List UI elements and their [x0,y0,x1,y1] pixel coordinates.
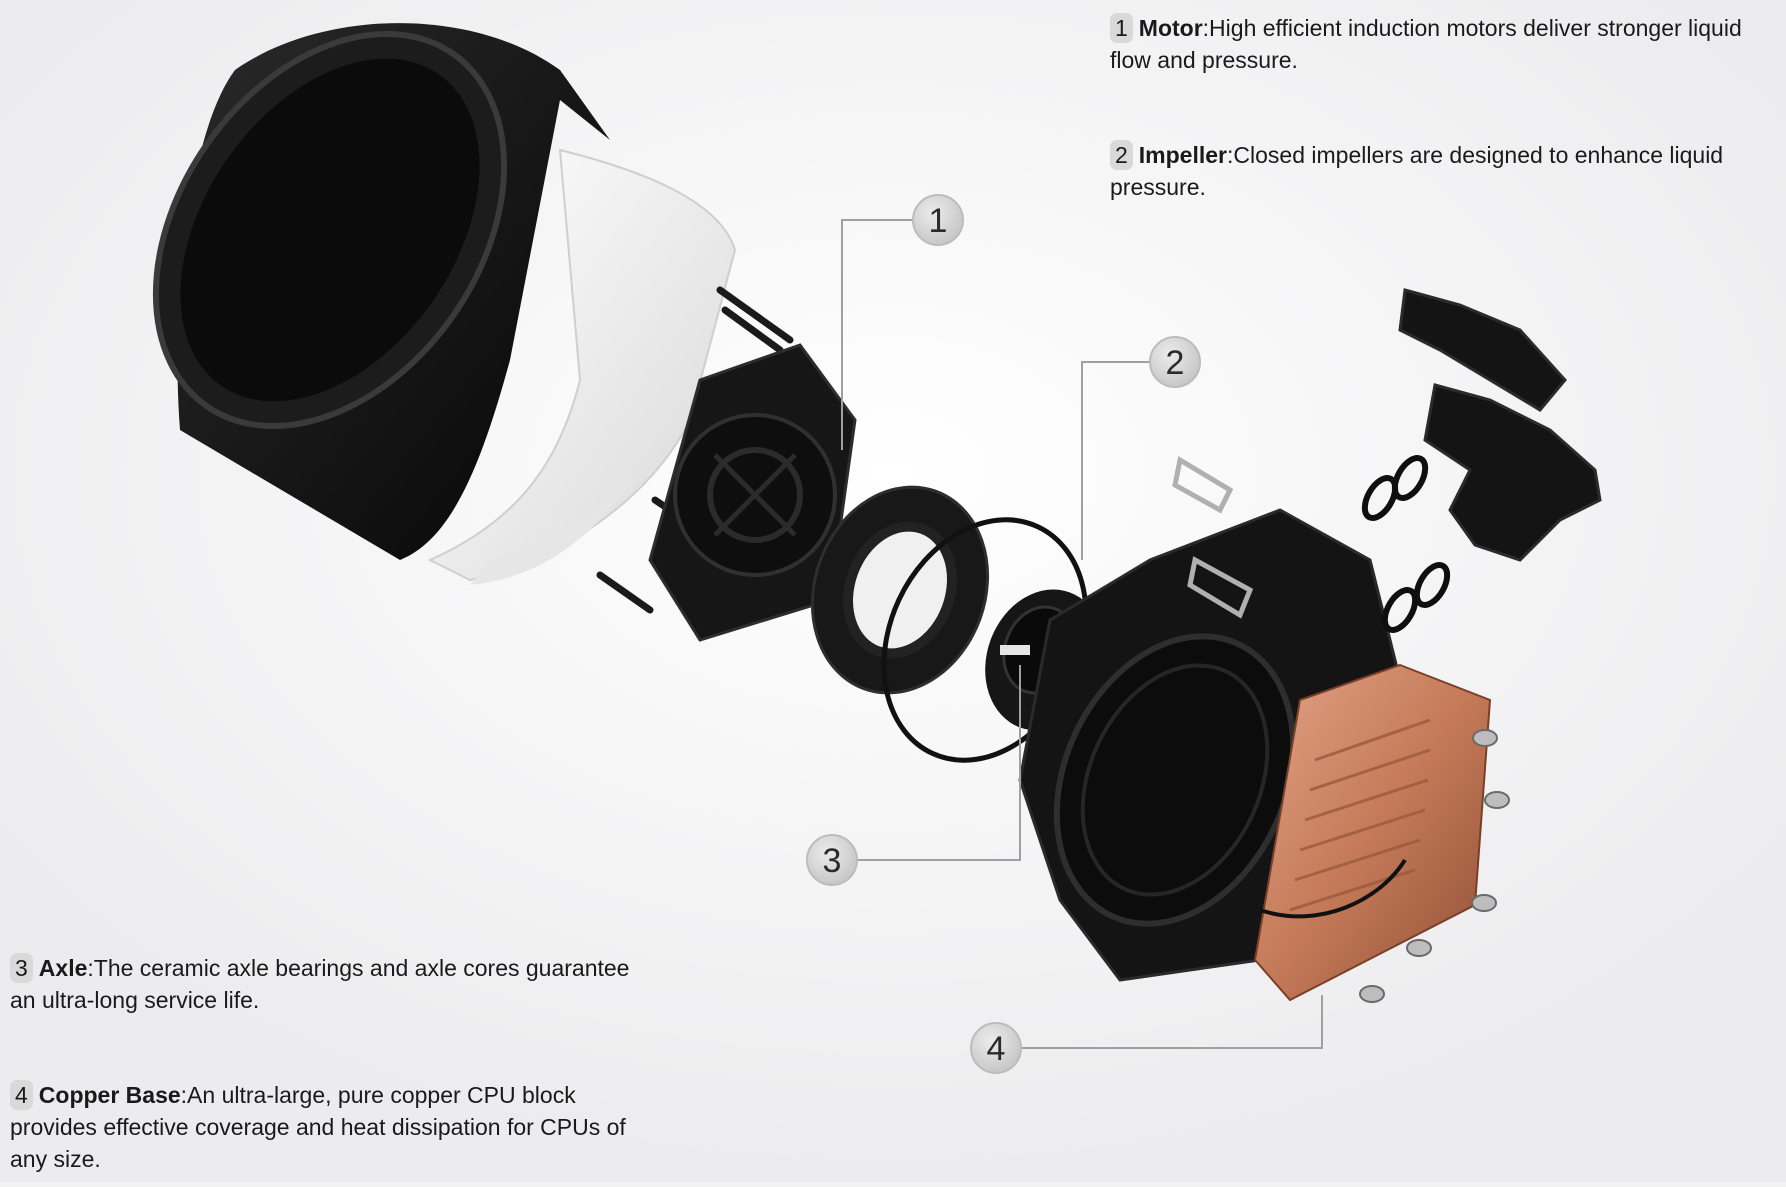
callout-1: 1 [912,194,964,246]
callout-2: 2 [1149,336,1201,388]
callout-2-label: 2 [1166,344,1185,382]
retaining-clips [1172,456,1254,619]
feature-number: 4 [10,1080,33,1110]
leader-line-4 [1020,995,1323,1049]
small-o-rings [1361,455,1451,633]
feature-description: :The ceramic axle bearings and axle core… [10,955,630,1013]
feature-number: 2 [1110,140,1133,170]
feature-number: 1 [1110,13,1133,43]
feature-description: :Closed impellers are designed to enhanc… [1110,142,1724,200]
base-screws [1359,729,1510,1003]
leader-line-1 [841,219,915,450]
callout-4-label: 4 [987,1030,1006,1068]
leader-line-2 [1081,361,1152,560]
motor-stator [648,343,857,642]
axle-shaft [1000,645,1030,655]
pump-cap [152,23,737,585]
callout-3-label: 3 [823,842,842,880]
callout-3: 3 [806,834,858,886]
feature-name: Motor [1138,15,1203,41]
feature-description: :High efficient induction motors deliver… [1110,15,1742,73]
leader-line-3 [850,665,1021,861]
feature-name: Copper Base [38,1082,181,1108]
tube-fittings [1398,288,1602,562]
feature-name: Axle [38,955,88,981]
rotor-ring [810,485,990,695]
callout-1-label: 1 [929,202,948,240]
feature-number: 3 [10,953,33,983]
feature-description: :An ultra-large, pure copper CPU block p… [10,1082,626,1172]
copper-base [1253,663,1492,1002]
feature-name: Impeller [1138,142,1228,168]
leader-lines [841,219,1323,1049]
callout-4: 4 [970,1022,1022,1074]
